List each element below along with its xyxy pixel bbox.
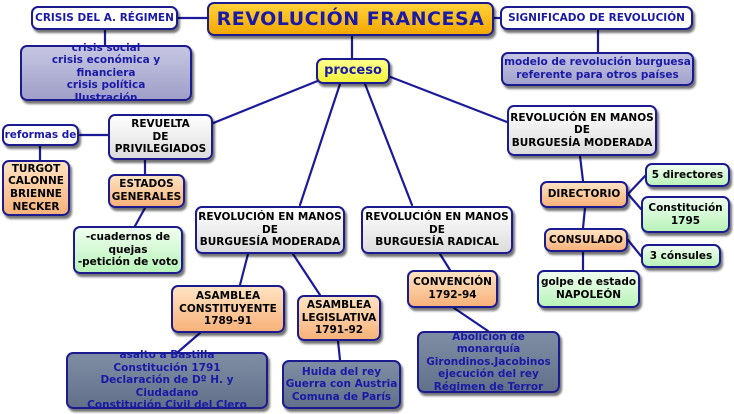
- radical-header: REVOLUCIÓN EN MANOS DE BURGUESÍA RADICAL: [361, 206, 513, 254]
- consulado-node: CONSULADO: [544, 228, 628, 252]
- revuelta-privilegiados-node: REVUELTA DE PRIVILEGIADOS: [108, 114, 213, 160]
- moderada2-header: REVOLUCIÓN EN MANOS DE BURGUESÍA MODERAD…: [507, 105, 657, 156]
- directores-node: 5 directores: [645, 163, 730, 187]
- crisis-header: CRISIS DEL A. RÉGIMEN: [31, 6, 178, 30]
- moderada1-header: REVOLUCIÓN EN MANOS DE BURGUESÍA MODERAD…: [195, 206, 345, 254]
- ministros-node: TURGOT CALONNE BRIENNE NECKER: [2, 160, 70, 216]
- directorio-node: DIRECTORIO: [540, 181, 628, 208]
- hechos-radical-node: Abolición de monarquía Girondinos.Jacobi…: [417, 331, 560, 393]
- convencion-node: CONVENCIÓN 1792-94: [407, 270, 498, 308]
- crisis-items: crisis social crisis económica y financi…: [20, 42, 192, 104]
- asamblea-legislativa-node: ASAMBLEA LEGISLATIVA 1791-92: [297, 295, 381, 341]
- significado-body: modelo de revolución burguesa referente …: [501, 52, 694, 86]
- constitucion-1795-node: Constitución 1795: [641, 196, 730, 233]
- hechos-legislativa-node: Huida del rey Guerra con Austria Comuna …: [282, 360, 401, 409]
- estados-generales-node: ESTADOS GENERALES: [108, 174, 185, 208]
- reformas-label: reformas de: [2, 124, 79, 146]
- cuadernos-node: -cuadernos de quejas -petición de voto: [73, 226, 183, 274]
- diagram-title: REVOLUCIÓN FRANCESA: [207, 2, 494, 36]
- hechos-constituyente-node: asalto a Bastilla Constitución 1791 Decl…: [66, 349, 268, 411]
- significado-header: SIGNIFICADO DE REVOLUCIÓN: [500, 6, 693, 30]
- golpe-estado-node: golpe de estado NAPOLEÓN: [537, 270, 640, 308]
- consules-node: 3 cónsules: [641, 244, 721, 268]
- asamblea-constituyente-node: ASAMBLEA CONSTITUYENTE 1789-91: [171, 285, 285, 333]
- proceso-node: proceso: [316, 58, 390, 84]
